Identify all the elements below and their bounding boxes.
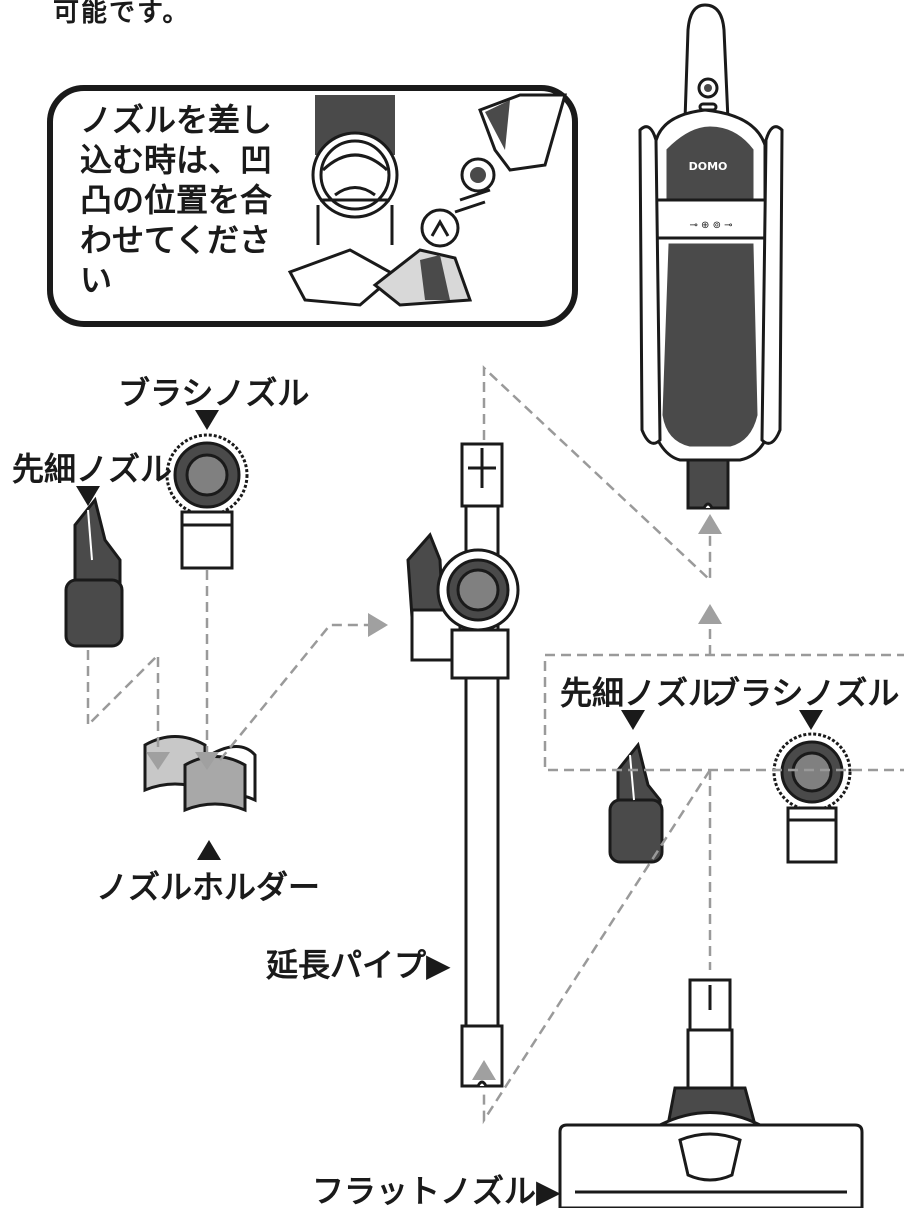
flat-nozzle xyxy=(558,978,864,1208)
marker-crevice-left xyxy=(76,486,100,506)
callout-text: ノズルを差し込む時は、凹凸の位置を合わせてください xyxy=(80,101,273,299)
extension-pipe xyxy=(460,442,504,1088)
gray-arrows xyxy=(146,514,722,1080)
marker-holder xyxy=(197,840,221,860)
label-brush-nozzle: ブラシノズル xyxy=(118,374,310,412)
marker-brush-left xyxy=(195,410,219,430)
vacuum-body xyxy=(638,3,784,510)
brush-nozzle-left xyxy=(165,433,249,570)
label-crevice-nozzle: 先細ノズル xyxy=(12,450,173,488)
pipe-holder-assembly xyxy=(406,532,520,680)
brush-nozzle-right xyxy=(772,732,852,864)
crevice-nozzle-right xyxy=(608,741,664,864)
nozzle-holder-part xyxy=(143,735,257,813)
label-nozzle-holder: ノズルホルダー xyxy=(96,868,321,906)
marker-brush-right xyxy=(799,710,823,730)
label-crevice-nozzle-right: 先細ノズル xyxy=(560,674,721,712)
marker-crevice-right xyxy=(621,710,645,730)
label-markers xyxy=(76,410,823,860)
vacuum-panel-text: ⊸ ⊕ ⊚ ⊸ xyxy=(689,220,732,231)
label-extension-pipe: 延長パイプ▶ xyxy=(266,946,451,984)
top-text: 可能です。 xyxy=(53,0,191,28)
label-flat-nozzle: フラットノズル▶ xyxy=(312,1172,561,1210)
crevice-nozzle-left xyxy=(64,496,124,648)
insertion-illustration xyxy=(287,93,567,307)
label-brush-nozzle-right: ブラシノズル xyxy=(708,674,900,712)
dashed-connectors xyxy=(86,365,904,1125)
vacuum-brand-text: DOMO xyxy=(689,160,728,173)
